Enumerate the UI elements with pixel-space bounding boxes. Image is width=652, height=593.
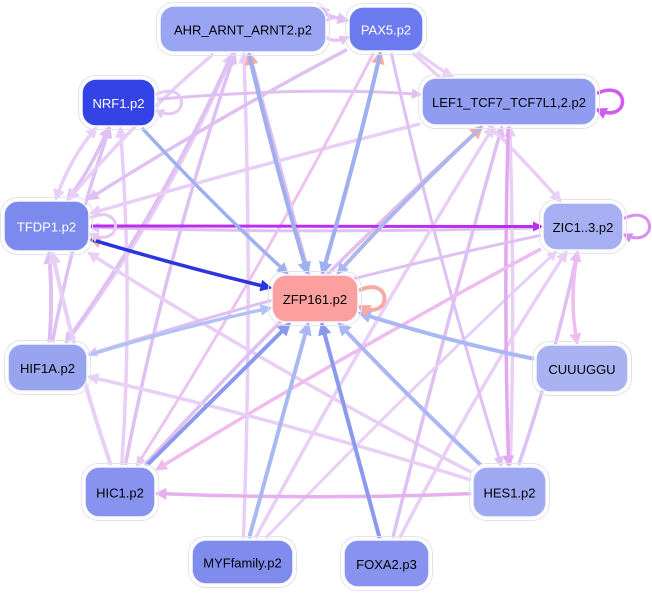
edge-NRF1.p2-to-LEF1_TCF7_TCF7L1,2.p2 bbox=[156, 88, 423, 101]
node-label: CUUUGGU bbox=[548, 362, 615, 377]
edge-HES1.p2-to-ZFP161.p2 bbox=[337, 322, 483, 467]
edge-HIC1.p2-to-ZFP161.p2 bbox=[145, 322, 292, 467]
edge-TFDP1.p2-to-ZFP161.p2 bbox=[90, 237, 273, 292]
edge-TFDP1.p2-to-ZIC1..3.p2 bbox=[90, 221, 544, 232]
node-HIC1.p2[interactable]: HIC1.p2 bbox=[81, 463, 159, 521]
self-loop-ZFP161.p2 bbox=[356, 285, 387, 318]
edge-HES1.p2-to-LEF1_TCF7_TCF7L1,2.p2 bbox=[504, 124, 517, 466]
edge-HES1.p2-to-HIC1.p2 bbox=[154, 487, 472, 500]
node-box[interactable] bbox=[159, 5, 327, 53]
node-label: HIF1A.p2 bbox=[20, 361, 75, 376]
node-box[interactable] bbox=[542, 202, 624, 251]
edge-PAX5.p2-to-HIC1.p2 bbox=[135, 52, 375, 467]
edge-LEF1_TCF7_TCF7L1,2.p2-to-TFDP1.p2 bbox=[88, 122, 421, 217]
edge-PAX5.p2-to-HES1.p2 bbox=[389, 52, 504, 467]
self-loop-TFDP1.p2 bbox=[88, 213, 117, 243]
node-label: AHR_ARNT_ARNT2.p2 bbox=[174, 23, 312, 38]
node-HIF1A.p2[interactable]: HIF1A.p2 bbox=[4, 340, 91, 395]
node-box[interactable] bbox=[271, 274, 359, 323]
node-selection-ring bbox=[4, 340, 91, 395]
edge-LEF1_TCF7_TCF7L1,2.p2-to-ZFP161.p2 bbox=[336, 125, 483, 275]
node-box[interactable] bbox=[348, 6, 424, 52]
edge-HIC1.p2-to-NRF1.p2 bbox=[115, 125, 129, 466]
node-selection-ring bbox=[156, 2, 330, 56]
node-LEF1_TCF7_TCF7L1,2.p2[interactable]: LEF1_TCF7_TCF7L1,2.p2 bbox=[418, 74, 600, 129]
edge-PAX5.p2-to-TFDP1.p2 bbox=[86, 48, 348, 201]
edge-AHR_ARNT_ARNT2.p2-to-ZFP161.p2 bbox=[246, 53, 311, 276]
node-label: NRF1.p2 bbox=[92, 96, 144, 111]
node-label: LEF1_TCF7_TCF7L1,2.p2 bbox=[432, 95, 586, 110]
node-box[interactable] bbox=[3, 200, 90, 252]
node-selection-ring bbox=[81, 463, 159, 521]
node-NRF1.p2[interactable]: NRF1.p2 bbox=[78, 75, 159, 130]
edge-HIF1A.p2-to-TFDP1.p2 bbox=[43, 250, 57, 343]
node-box[interactable] bbox=[84, 466, 156, 518]
edge-MYFfamily.p2-to-AHR_ARNT_ARNT2.p2 bbox=[238, 51, 251, 539]
node-selection-ring bbox=[469, 463, 550, 521]
node-box[interactable] bbox=[343, 539, 430, 588]
edge-HIC1.p2-to-AHR_ARNT_ARNT2.p2 bbox=[123, 51, 238, 466]
node-box[interactable] bbox=[535, 344, 629, 393]
node-selection-ring bbox=[188, 536, 297, 588]
edge-NRF1.p2-to-ZFP161.p2 bbox=[140, 126, 289, 275]
edge-FOXA2.p3-to-ZFP161.p2 bbox=[318, 321, 382, 539]
node-label: MYFfamily.p2 bbox=[203, 556, 282, 571]
node-HES1.p2[interactable]: HES1.p2 bbox=[469, 463, 550, 521]
node-AHR_ARNT_ARNT2.p2[interactable]: AHR_ARNT_ARNT2.p2 bbox=[156, 2, 330, 56]
node-label: ZIC1..3.p2 bbox=[553, 220, 614, 235]
edge-ZIC1..3.p2-to-TFDP1.p2 bbox=[88, 222, 542, 233]
node-label: TFDP1.p2 bbox=[17, 220, 76, 235]
node-label: PAX5.p2 bbox=[361, 23, 411, 38]
node-box[interactable] bbox=[81, 78, 156, 127]
node-box[interactable] bbox=[472, 466, 547, 518]
node-FOXA2.p3[interactable]: FOXA2.p3 bbox=[340, 536, 433, 591]
self-loop-LEF1_TCF7_TCF7L1,2.p2 bbox=[594, 88, 625, 119]
node-label: HES1.p2 bbox=[483, 486, 535, 501]
edge-FOXA2.p3-to-LEF1_TCF7_TCF7L1,2.p2 bbox=[391, 124, 505, 539]
node-selection-ring bbox=[340, 536, 433, 591]
node-box[interactable] bbox=[191, 539, 294, 585]
node-label: ZFP161.p2 bbox=[283, 292, 347, 307]
edge-ZIC1..3.p2-to-HIC1.p2 bbox=[154, 247, 542, 471]
edge-ZIC1..3.p2-to-CUUUGGU bbox=[569, 251, 582, 346]
edge-PAX5.p2-to-LEF1_TCF7_TCF7L1,2.p2 bbox=[416, 51, 455, 78]
node-CUUUGGU[interactable]: CUUUGGU bbox=[532, 341, 632, 396]
self-loop-ZIC1..3.p2 bbox=[622, 213, 651, 243]
node-PAX5.p2[interactable]: PAX5.p2 bbox=[345, 3, 427, 55]
node-selection-ring bbox=[78, 75, 159, 130]
edge-MYFfamily.p2-to-ZFP161.p2 bbox=[247, 321, 312, 539]
node-ZFP161.p2[interactable]: ZFP161.p2 bbox=[268, 271, 362, 326]
edge-LEF1_TCF7_TCF7L1,2.p2-to-HES1.p2 bbox=[502, 126, 515, 468]
edge-HIF1A.p2-to-ZFP161.p2 bbox=[88, 304, 273, 357]
node-MYFfamily.p2[interactable]: MYFfamily.p2 bbox=[188, 536, 297, 588]
node-TFDP1.p2[interactable]: TFDP1.p2 bbox=[0, 197, 93, 255]
node-selection-ring bbox=[0, 197, 93, 255]
node-selection-ring bbox=[345, 3, 427, 55]
edge-PAX5.p2-to-ZFP161.p2 bbox=[319, 52, 383, 276]
node-box[interactable] bbox=[421, 77, 597, 126]
node-label: HIC1.p2 bbox=[96, 486, 144, 501]
self-loop-NRF1.p2 bbox=[154, 89, 183, 119]
node-ZIC1..3.p2[interactable]: ZIC1..3.p2 bbox=[539, 199, 627, 254]
edge-MYFfamily.p2-to-LEF1_TCF7_TCF7L1,2.p2 bbox=[253, 124, 495, 539]
node-selection-ring bbox=[418, 74, 600, 129]
node-selection-ring bbox=[539, 199, 627, 254]
node-selection-ring bbox=[532, 341, 632, 396]
node-box[interactable] bbox=[7, 343, 88, 392]
node-selection-ring bbox=[268, 271, 362, 326]
node-label: FOXA2.p3 bbox=[356, 557, 417, 572]
edge-CUUUGGU-to-ZFP161.p2 bbox=[357, 309, 535, 361]
